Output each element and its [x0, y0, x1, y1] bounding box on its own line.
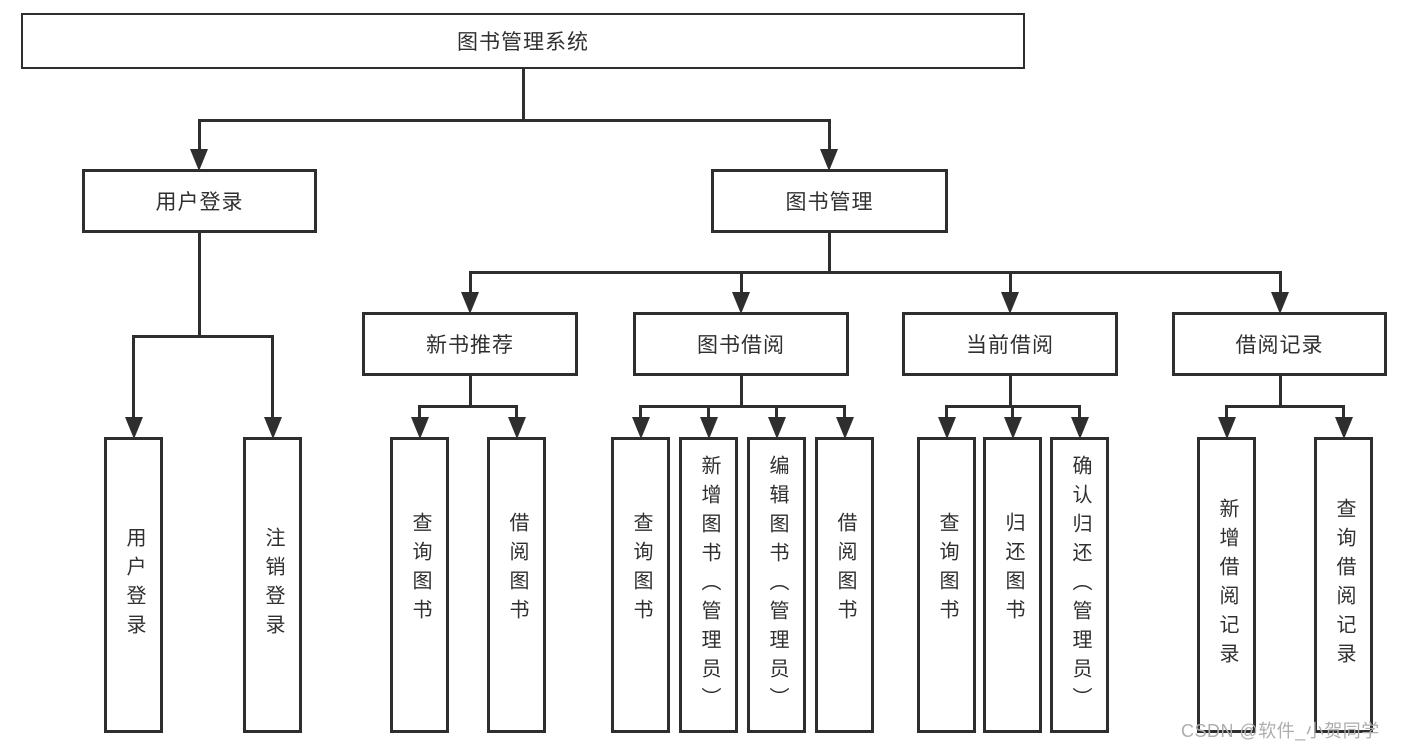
leaf-newbooks-query-books: 查询图书 — [390, 437, 449, 733]
arrowhead-down-icon — [461, 292, 479, 314]
arrowhead-down-icon — [631, 417, 650, 439]
node-new-book-recommend-label: 新书推荐 — [426, 334, 514, 357]
connector-drop-line — [843, 405, 846, 421]
connector-bar-line — [468, 271, 1282, 274]
leaf-records-add-record: 新增借阅记录 — [1197, 437, 1256, 733]
connector-stem-line — [197, 233, 201, 338]
leaf-current-query-books-label: 查询图书 — [936, 512, 958, 628]
arrowhead-down-icon — [937, 417, 956, 439]
connector-stem-line — [468, 376, 472, 408]
leaf-records-query-record: 查询借阅记录 — [1314, 437, 1373, 733]
leaf-borrow-borrow-books: 借阅图书 — [815, 437, 874, 733]
leaf-newbooks-borrow-books-label: 借阅图书 — [506, 512, 528, 628]
watermark-text: CSDN @软件_小贺同学 — [1181, 721, 1380, 741]
leaf-newbooks-borrow-books: 借阅图书 — [487, 437, 546, 733]
connector-drop-line — [197, 119, 201, 153]
connector-drop-line — [515, 405, 518, 421]
arrowhead-down-icon — [410, 417, 429, 439]
connector-drop-line — [1278, 271, 1282, 296]
arrowhead-down-icon — [1070, 417, 1089, 439]
connector-drop-line — [1342, 405, 1345, 421]
connector-stem-line — [827, 233, 831, 274]
connector-drop-line — [1225, 405, 1228, 421]
connector-stem-line — [1008, 376, 1012, 408]
leaf-current-confirm-return-admin-label: 确认归还（管理员） — [1069, 454, 1091, 716]
leaf-current-confirm-return-admin: 确认归还（管理员） — [1050, 437, 1109, 733]
arrowhead-down-icon — [767, 417, 786, 439]
leaf-borrow-add-books-admin-label: 新增图书（管理员） — [698, 454, 720, 716]
connector-stem-line — [1278, 376, 1282, 408]
leaf-current-query-books: 查询图书 — [917, 437, 976, 733]
connector-drop-line — [739, 271, 743, 296]
node-new-book-recommend: 新书推荐 — [362, 312, 578, 376]
node-book-management-label: 图书管理 — [785, 191, 874, 214]
connector-drop-line — [1008, 271, 1012, 296]
leaf-borrow-add-books-admin: 新增图书（管理员） — [679, 437, 738, 733]
node-book-management: 图书管理 — [711, 169, 948, 233]
connector-drop-line — [639, 405, 642, 421]
connector-bar-line — [197, 119, 831, 122]
connector-drop-line — [418, 405, 421, 421]
leaf-borrow-borrow-books-label: 借阅图书 — [834, 512, 856, 628]
leaf-records-query-record-label: 查询借阅记录 — [1333, 498, 1355, 672]
node-library-system-label: 图书管理系统 — [457, 31, 589, 54]
connector-drop-line — [775, 405, 778, 421]
node-book-borrow: 图书借阅 — [633, 312, 849, 376]
leaf-user-login: 用户登录 — [104, 437, 163, 733]
node-current-borrow-label: 当前借阅 — [966, 334, 1054, 357]
node-book-borrow-label: 图书借阅 — [697, 334, 785, 357]
connector-drop-line — [1078, 405, 1081, 421]
arrowhead-down-icon — [507, 417, 526, 439]
arrowhead-down-icon — [732, 292, 750, 314]
connector-drop-line — [945, 405, 948, 421]
arrowhead-down-icon — [1334, 417, 1353, 439]
connector-bar-line — [639, 405, 846, 408]
connector-drop-line — [468, 271, 472, 296]
node-borrow-records: 借阅记录 — [1172, 312, 1387, 376]
connector-drop-line — [132, 335, 135, 421]
node-current-borrow: 当前借阅 — [902, 312, 1118, 376]
arrowhead-down-icon — [190, 149, 208, 171]
node-borrow-records-label: 借阅记录 — [1235, 334, 1324, 357]
arrowhead-down-icon — [699, 417, 718, 439]
leaf-newbooks-query-books-label: 查询图书 — [409, 512, 431, 628]
leaf-borrow-edit-books-admin: 编辑图书（管理员） — [747, 437, 806, 733]
connector-stem-line — [521, 69, 525, 122]
leaf-current-return-books-label: 归还图书 — [1002, 512, 1024, 628]
arrowhead-down-icon — [1003, 417, 1022, 439]
leaf-current-return-books: 归还图书 — [983, 437, 1042, 733]
connector-drop-line — [707, 405, 710, 421]
arrowhead-down-icon — [1271, 292, 1289, 314]
arrowhead-down-icon — [1217, 417, 1236, 439]
connector-bar-line — [132, 335, 274, 338]
arrowhead-down-icon — [820, 149, 838, 171]
connector-bar-line — [418, 405, 518, 408]
connector-bar-line — [1225, 405, 1345, 408]
leaf-borrow-edit-books-admin-label: 编辑图书（管理员） — [766, 454, 788, 716]
arrowhead-down-icon — [1001, 292, 1019, 314]
arrowhead-down-icon — [835, 417, 854, 439]
connector-drop-line — [827, 119, 831, 153]
leaf-borrow-query-books: 查询图书 — [611, 437, 670, 733]
node-user-login-label: 用户登录 — [155, 191, 244, 214]
leaf-user-login-label: 用户登录 — [123, 527, 145, 643]
connector-drop-line — [1011, 405, 1014, 421]
leaf-borrow-query-books-label: 查询图书 — [630, 512, 652, 628]
arrowhead-down-icon — [124, 417, 143, 439]
leaf-records-add-record-label: 新增借阅记录 — [1216, 498, 1238, 672]
leaf-logout: 注销登录 — [243, 437, 302, 733]
arrowhead-down-icon — [263, 417, 282, 439]
node-library-system: 图书管理系统 — [21, 13, 1025, 69]
connector-stem-line — [739, 376, 743, 408]
connector-drop-line — [271, 335, 274, 421]
leaf-logout-label: 注销登录 — [262, 527, 284, 643]
node-user-login: 用户登录 — [82, 169, 317, 233]
